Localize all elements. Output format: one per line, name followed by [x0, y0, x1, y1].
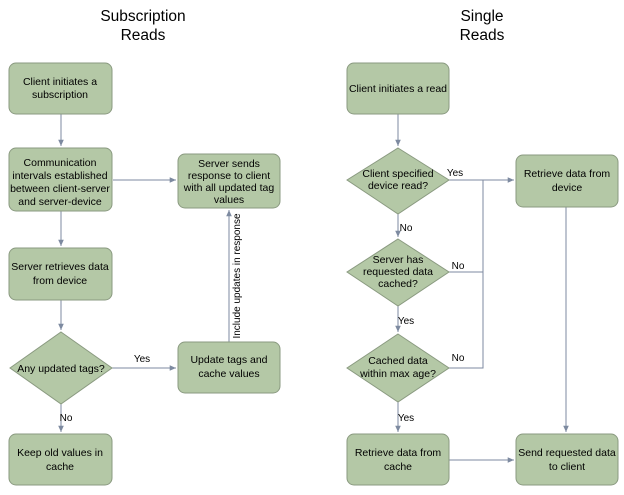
- text-line: response to client: [188, 170, 270, 182]
- text-line: Update tags and: [190, 354, 267, 366]
- node-label: Server retrieves data from device: [11, 261, 109, 287]
- text-line: Any updated tags?: [17, 363, 105, 375]
- text-line: Reads: [121, 27, 166, 44]
- edge-label-no-max-age: No: [452, 353, 465, 364]
- decision-any-updated-tags: Any updated tags?: [9, 331, 113, 405]
- text-line: Subscription: [100, 8, 185, 25]
- text-line: device read?: [368, 180, 428, 192]
- text-line: Client initiates a read: [349, 83, 447, 95]
- node-server-retrieves-data: Server retrieves data from device: [8, 247, 113, 301]
- edge-label-include-updates: Include updates in response: [232, 213, 243, 339]
- text-line: Client specified: [362, 168, 433, 180]
- text-line: requested data: [363, 266, 433, 278]
- edge-age-no: [449, 180, 484, 369]
- text-line: intervals established: [12, 170, 107, 182]
- node-client-initiates-read: Client initiates a read: [346, 62, 450, 115]
- text-line: Server retrieves data: [11, 261, 109, 273]
- text-line: subscription: [32, 89, 88, 101]
- text-line: Client initiates a: [23, 76, 97, 88]
- text-line: Keep old values in: [17, 447, 103, 459]
- node-keep-old-values: Keep old values in cache: [8, 433, 113, 486]
- text-line: and server-device: [18, 196, 102, 208]
- text-line: Server has: [373, 254, 424, 266]
- edge-label-yes-cached: Yes: [398, 316, 414, 327]
- node-label: Retrieve data from device: [524, 168, 611, 194]
- node-retrieve-from-device: Retrieve data from device: [515, 154, 619, 208]
- node-update-tags-cache: Update tags and cache values: [177, 341, 281, 394]
- node-label: Update tags and cache values: [190, 354, 267, 380]
- text-line: cache values: [198, 368, 259, 380]
- edge-label-yes-device-read: Yes: [447, 168, 463, 179]
- node-label: Retrieve data from cache: [355, 447, 442, 473]
- node-label: Keep old values in cache: [17, 447, 103, 473]
- text-line: cached?: [378, 278, 418, 290]
- node-send-requested-data: Send requested data to client: [515, 433, 619, 486]
- text-line: device: [552, 182, 583, 194]
- text-line: Retrieve data from: [355, 447, 442, 459]
- node-label: Client initiates a read: [349, 83, 447, 95]
- text-line: from device: [33, 275, 87, 287]
- text-line: to client: [549, 461, 585, 473]
- text-line: Single: [460, 8, 503, 25]
- decision-label: Any updated tags?: [17, 363, 105, 375]
- edge-label-no-updated-tags: No: [60, 413, 73, 424]
- edge-label-no-cached: No: [452, 261, 465, 272]
- text-line: Communication: [24, 157, 97, 169]
- edge-label-yes-updated-tags: Yes: [134, 354, 150, 365]
- text-line: cache: [46, 461, 74, 473]
- text-line: with all updated tag: [183, 182, 275, 194]
- text-line: values: [214, 194, 244, 206]
- edge-label-yes-max-age: Yes: [398, 413, 414, 424]
- text-line: Cached data: [368, 355, 428, 367]
- text-line: within max age?: [359, 368, 436, 380]
- text-line: Reads: [460, 27, 505, 44]
- text-line: Retrieve data from: [524, 168, 611, 180]
- text-line: between client-server: [10, 183, 110, 195]
- node-label: Send requested data to client: [518, 447, 616, 473]
- edge-label-no-device-read: No: [400, 223, 413, 234]
- text-line: cache: [384, 461, 412, 473]
- node-retrieve-from-cache: Retrieve data from cache: [346, 433, 450, 486]
- text-line: Server sends: [198, 158, 260, 170]
- text-line: Send requested data: [518, 447, 616, 459]
